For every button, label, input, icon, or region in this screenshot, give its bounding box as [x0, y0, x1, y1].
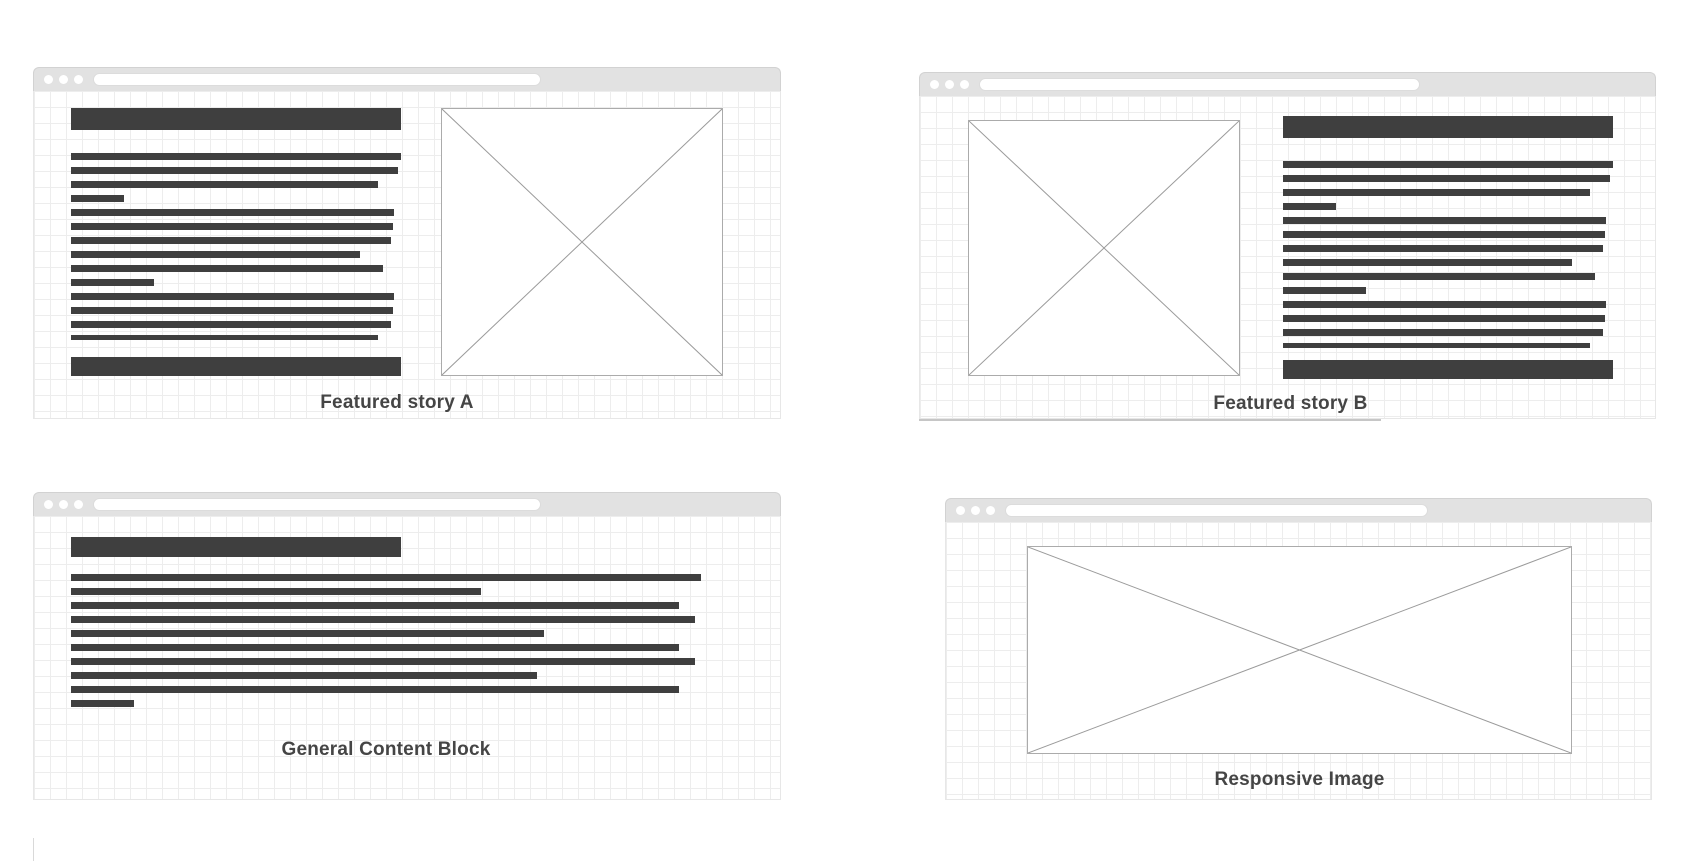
skeleton-heading-bar	[1283, 116, 1613, 138]
browser-window-featured-story-b: Featured story B	[919, 72, 1656, 421]
skeleton-text-line	[71, 574, 701, 581]
skeleton-paragraph	[71, 574, 701, 714]
wireframe-caption: Responsive Image	[1214, 769, 1385, 790]
skeleton-text-line	[1283, 245, 1604, 252]
wireframe-caption: Featured story A	[320, 392, 474, 413]
skeleton-heading-bar	[71, 108, 401, 130]
image-cross-icon	[1028, 547, 1571, 753]
traffic-light-dot	[44, 500, 53, 509]
skeleton-text-line	[71, 321, 392, 328]
window-bottom-edge	[919, 419, 1381, 421]
traffic-light-dot	[59, 500, 68, 509]
skeleton-text-line	[71, 686, 679, 693]
page-canvas-grid: Featured story A	[33, 91, 781, 419]
skeleton-text-line	[1283, 231, 1605, 238]
skeleton-text-line	[1283, 273, 1595, 280]
url-bar-graphic	[93, 73, 541, 86]
skeleton-text-line	[1283, 329, 1604, 336]
skeleton-text-line	[1283, 287, 1366, 294]
wireframe-caption: Featured story B	[1213, 393, 1368, 414]
traffic-light-dot	[986, 506, 995, 515]
skeleton-text-line	[71, 265, 383, 272]
browser-window-responsive-image: Responsive Image	[945, 498, 1652, 800]
browser-window-general-content-block: General Content Block	[33, 492, 781, 800]
skeleton-text-line	[71, 223, 393, 230]
traffic-light-dot	[44, 75, 53, 84]
skeleton-text-line	[71, 588, 481, 595]
skeleton-text-line	[71, 195, 124, 202]
browser-chrome-bar	[33, 492, 781, 516]
skeleton-text-line	[71, 181, 378, 188]
skeleton-text-line	[71, 293, 395, 300]
skeleton-text-line	[71, 307, 393, 314]
browser-chrome-bar	[945, 498, 1652, 522]
skeleton-heading-bar	[71, 537, 401, 557]
skeleton-text-line	[1283, 315, 1605, 322]
url-bar-graphic	[1005, 504, 1428, 517]
traffic-light-dot	[960, 80, 969, 89]
skeleton-text-line	[71, 153, 401, 160]
page-canvas-grid: Featured story B	[919, 96, 1656, 419]
skeleton-text-line	[1283, 175, 1610, 182]
skeleton-paragraph	[1283, 161, 1613, 357]
skeleton-text-line	[71, 167, 398, 174]
skeleton-text-line	[71, 700, 134, 707]
skeleton-text-line	[71, 279, 154, 286]
skeleton-text-line	[71, 658, 695, 665]
skeleton-footer-bar	[71, 357, 401, 376]
image-placeholder	[441, 108, 723, 376]
skeleton-paragraph	[71, 153, 401, 349]
url-bar-graphic	[979, 78, 1420, 91]
image-placeholder	[968, 120, 1240, 376]
traffic-light-dot	[74, 75, 83, 84]
traffic-light-dot	[956, 506, 965, 515]
skeleton-text-line	[71, 672, 538, 679]
browser-chrome-bar	[919, 72, 1656, 96]
skeleton-text-line	[71, 644, 679, 651]
browser-chrome-bar	[33, 67, 781, 91]
cropped-window-fragment	[33, 838, 34, 861]
wireframe-caption: General Content Block	[281, 739, 491, 760]
skeleton-text-line	[71, 209, 395, 216]
skeleton-text-line	[1283, 259, 1572, 266]
skeleton-text-line	[71, 602, 679, 609]
skeleton-text-line	[71, 237, 392, 244]
page-canvas-grid: Responsive Image	[945, 522, 1652, 800]
skeleton-text-line	[71, 616, 695, 623]
skeleton-footer-bar	[1283, 360, 1613, 379]
traffic-light-dot	[59, 75, 68, 84]
browser-window-featured-story-a: Featured story A	[33, 67, 781, 419]
traffic-light-dot	[930, 80, 939, 89]
page-canvas-grid: General Content Block	[33, 516, 781, 800]
skeleton-text-line	[71, 630, 544, 637]
skeleton-text-line	[1283, 203, 1336, 210]
image-cross-icon	[969, 121, 1239, 375]
skeleton-text-line	[1283, 343, 1590, 348]
skeleton-text-line	[1283, 301, 1607, 308]
skeleton-text-line	[1283, 217, 1607, 224]
image-cross-icon	[442, 109, 722, 375]
traffic-light-dot	[945, 80, 954, 89]
traffic-light-dot	[74, 500, 83, 509]
image-placeholder	[1027, 546, 1572, 754]
skeleton-text-line	[1283, 189, 1590, 196]
url-bar-graphic	[93, 498, 541, 511]
skeleton-text-line	[1283, 161, 1613, 168]
traffic-light-dot	[971, 506, 980, 515]
skeleton-text-line	[71, 251, 360, 258]
skeleton-text-line	[71, 335, 378, 340]
